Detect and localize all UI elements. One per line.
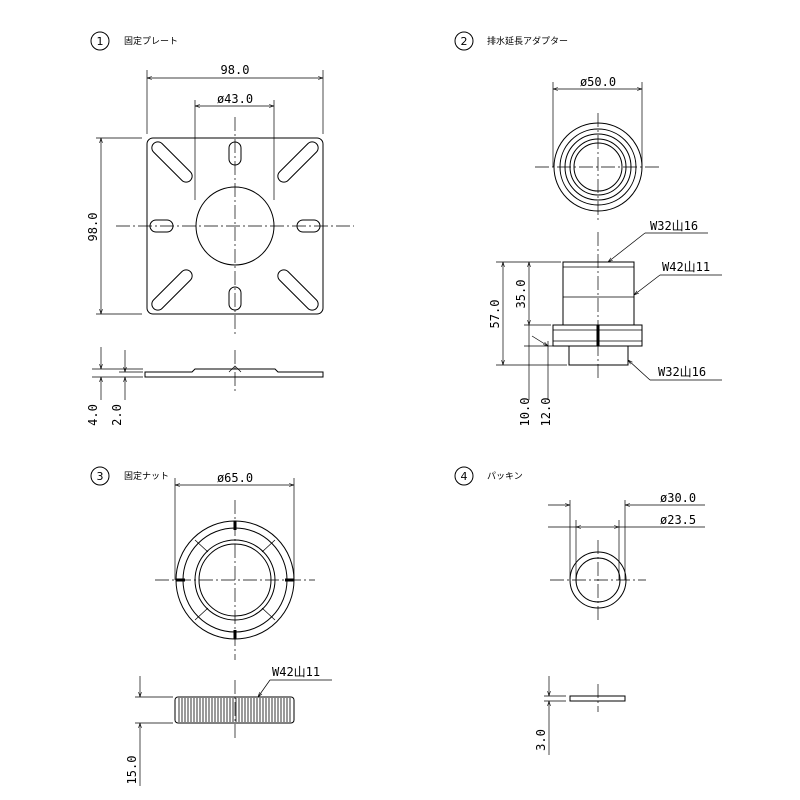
part-1-name: 固定プレート [124, 35, 178, 47]
adapter-dia-label: ø50.0 [580, 75, 616, 89]
pack-outer-label: ø30.0 [660, 491, 696, 505]
plate-height-label: 98.0 [86, 213, 100, 242]
pack-thick-label: 3.0 [534, 729, 548, 751]
plate-thick-label: 4.0 [86, 404, 100, 426]
plate-slot-diag-tr [277, 141, 319, 183]
plate-width-label: 98.0 [221, 63, 250, 77]
part-3-number: 3 [97, 470, 104, 483]
part-4-number: 4 [461, 470, 468, 483]
part-2-number: 2 [461, 35, 468, 48]
part-1-number-circle [90, 31, 110, 51]
adapter-thread-bottom-label: W32山16 [658, 365, 706, 379]
nut-height-label: 15.0 [125, 756, 139, 785]
plate-sheet-label: 2.0 [110, 404, 124, 426]
plate-slot-diag-tl [151, 141, 193, 183]
nut-thread-label: W42山11 [272, 665, 320, 679]
plate-slot-diag-bl [151, 269, 193, 311]
part-3-name: 固定ナット [124, 470, 169, 482]
part-2-drain-adapter: 2 排水延長アダプター ø50.0 W32山16 W42山11 [454, 31, 722, 427]
adapter-lower-body [568, 345, 629, 366]
adapter-thread-top-label: W32山16 [650, 219, 698, 233]
part-4-number-circle [454, 466, 474, 486]
nut-side-view [174, 696, 295, 724]
part-1-fixing-plate: 1 固定プレート 98.0 ø43.0 98.0 [86, 31, 354, 426]
part-2-name: 排水延長アダプター [487, 35, 568, 47]
adapter-upper-label: 35.0 [514, 280, 528, 309]
adapter-collar-label: 10.0 [518, 398, 532, 427]
part-1-number: 1 [97, 35, 104, 48]
pack-inner-label: ø23.5 [660, 513, 696, 527]
adapter-lower-label: 12.0 [539, 398, 553, 427]
adapter-total-label: 57.0 [488, 300, 502, 329]
part-2-number-circle [454, 31, 474, 51]
part-4-name: パッキン [487, 471, 523, 482]
pack-side-view [569, 695, 626, 702]
plate-hole-label: ø43.0 [217, 92, 253, 106]
part-4-packing: 4 パッキン ø30.0 ø23.5 3.0 [454, 466, 705, 755]
adapter-thread-mid-label: W42山11 [662, 260, 710, 274]
part-3-fixing-nut: 3 固定ナット ø65.0 [90, 466, 332, 786]
plate-slot-diag-br [277, 269, 319, 311]
adapter-upper-body [562, 261, 635, 326]
part-3-number-circle [90, 466, 110, 486]
plate-side-view [144, 368, 324, 378]
nut-dia-label: ø65.0 [217, 471, 253, 485]
